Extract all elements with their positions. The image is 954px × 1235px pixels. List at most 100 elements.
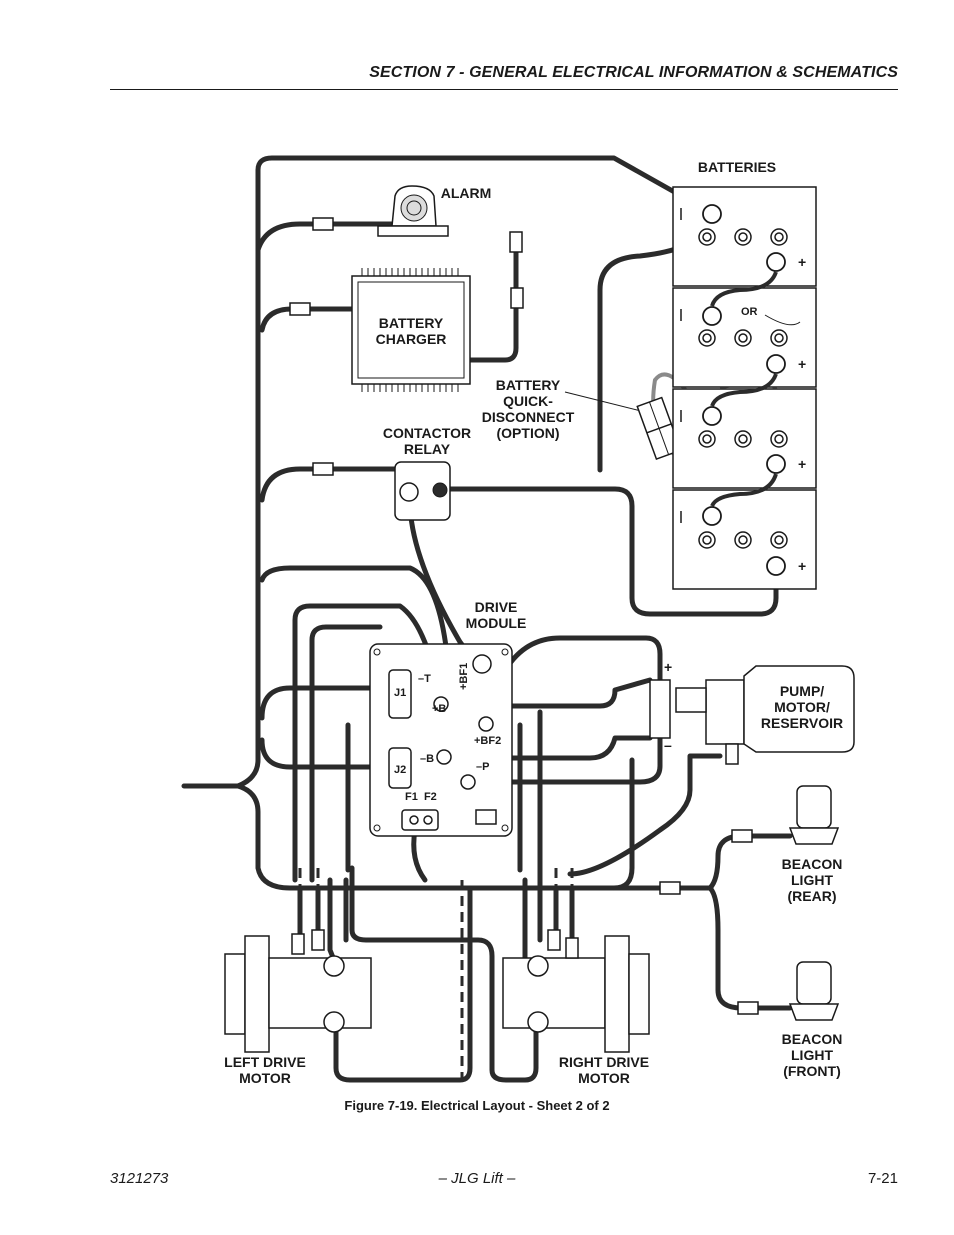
quick-disconnect-label-2: QUICK- [503, 393, 553, 409]
quick-disconnect-label-1: BATTERY [496, 377, 561, 393]
contactor-wire [259, 466, 403, 503]
motor-wire-left-a [327, 877, 339, 968]
battery-plus-2: + [798, 356, 806, 372]
pump-motor-reservoir [649, 665, 855, 765]
beacon-rear-label-1: BEACON [782, 856, 843, 872]
pump-wire-plus [497, 635, 663, 683]
battery-stack [672, 186, 817, 590]
beacon-wire-front [707, 885, 793, 1011]
right-drive-motor-label-2: MOTOR [578, 1070, 630, 1086]
battery-plus-4: + [798, 558, 806, 574]
left-drive-motor-label-2: MOTOR [239, 1070, 291, 1086]
page-number: 7-21 [867, 1170, 898, 1187]
right-drive-motor [502, 935, 650, 1053]
module-loop-2 [292, 603, 435, 883]
j1-connector [388, 669, 412, 719]
alarm-label: ALARM [441, 185, 492, 201]
terminal-plus-b: +B [432, 703, 446, 715]
battery-caps [698, 228, 788, 549]
terminal-minus-b: –B [420, 753, 434, 765]
harness-branch-lower [235, 757, 635, 891]
battery-jumper-2 [710, 373, 778, 407]
inline-connector [547, 929, 561, 951]
inline-connector [510, 287, 524, 309]
contactor-relay [394, 461, 451, 521]
quick-disconnect-plug [636, 396, 682, 461]
terminal-f1-f2: F1 F2 [405, 791, 437, 803]
beacon-front-label-3: (FRONT) [783, 1063, 841, 1079]
battery-charger-label-2: CHARGER [376, 331, 447, 347]
pump-label-2: MOTOR/ [774, 699, 830, 715]
beacon-wire-rear [707, 833, 793, 891]
left-drive-motor-label-1: LEFT DRIVE [224, 1054, 306, 1070]
contactor-relay-label-1: CONTACTOR [383, 425, 471, 441]
battery-terminals [702, 204, 786, 576]
pump-wire-p [467, 735, 663, 785]
inline-connector [565, 937, 579, 959]
pump-wire-minus [452, 735, 653, 761]
quick-disconnect-label-3: DISCONNECT [482, 409, 575, 425]
alarm-wire [255, 221, 395, 253]
beacon-front-label-1: BEACON [782, 1031, 843, 1047]
right-drive-motor-label-1: RIGHT DRIVE [559, 1054, 649, 1070]
batteries-label: BATTERIES [698, 159, 776, 175]
drive-module-label-2: MODULE [466, 615, 527, 631]
battery-plus-3: + [798, 456, 806, 472]
footer-brand: – JLG Lift – [438, 1170, 516, 1187]
section-title: SECTION 7 - GENERAL ELECTRICAL INFORMATI… [369, 64, 898, 81]
inline-connector [311, 929, 325, 951]
quick-disconnect-label-4: (OPTION) [497, 425, 560, 441]
header-rule [110, 89, 898, 90]
module-loop-1 [259, 565, 451, 667]
battery-plus-1: + [798, 254, 806, 270]
inline-connector [731, 829, 753, 843]
module-loop-3 [309, 624, 383, 883]
terminal-plus-bf1: +BF1 [458, 663, 470, 690]
alarm-device [377, 185, 449, 237]
left-motor-loop [349, 865, 539, 1083]
pump-label-1: PUMP/ [780, 683, 824, 699]
beacon-rear-label-2: LIGHT [791, 872, 833, 888]
hidden-harness [298, 868, 574, 1080]
inline-connector [737, 1001, 759, 1015]
inline-connector [312, 462, 334, 476]
beacon-light-front [788, 961, 840, 1021]
battery-jumper-3 [710, 473, 778, 507]
left-motor-return [333, 885, 473, 1083]
module-bottom-wire [411, 827, 428, 883]
battery-charger-label-1: BATTERY [379, 315, 444, 331]
terminal-plus-bf2: +BF2 [474, 735, 501, 747]
quick-disconnect-leader [564, 391, 646, 413]
pump-label-3: RESERVOIR [761, 715, 843, 731]
pump-plus-label: + [664, 659, 672, 675]
battery-charger [351, 268, 471, 392]
pump-wire-b [445, 677, 653, 709]
left-drive-motor [224, 935, 372, 1053]
or-label: OR [741, 306, 758, 318]
inline-connector [509, 231, 523, 253]
terminal-j1: J1 [394, 687, 406, 699]
inline-connector [289, 302, 311, 316]
pump-minus-label: – [664, 737, 672, 753]
beacon-front-label-2: LIGHT [791, 1047, 833, 1063]
figure-caption: Figure 7-19. Electrical Layout - Sheet 2… [344, 1098, 610, 1113]
battery-jumper-1 [710, 271, 778, 307]
beacon-light-rear [788, 785, 840, 845]
main-harness-wire [181, 155, 713, 789]
terminal-minus-p: –P [476, 761, 489, 773]
terminal-minus-t: –T [418, 673, 431, 685]
j2-wire [259, 737, 395, 770]
inline-connectors [289, 217, 759, 1015]
contactor-relay-label-2: RELAY [404, 441, 451, 457]
j1-wire [259, 685, 395, 721]
or-arc [764, 314, 801, 326]
doc-number: 3121273 [110, 1170, 169, 1187]
inline-connector [291, 933, 305, 955]
contactor-to-battery [442, 486, 779, 617]
inline-connector [312, 217, 334, 231]
inline-connector [659, 881, 681, 895]
j2-connector [388, 747, 412, 789]
pump-signal-wire [567, 753, 723, 877]
drive-module-label-1: DRIVE [475, 599, 518, 615]
